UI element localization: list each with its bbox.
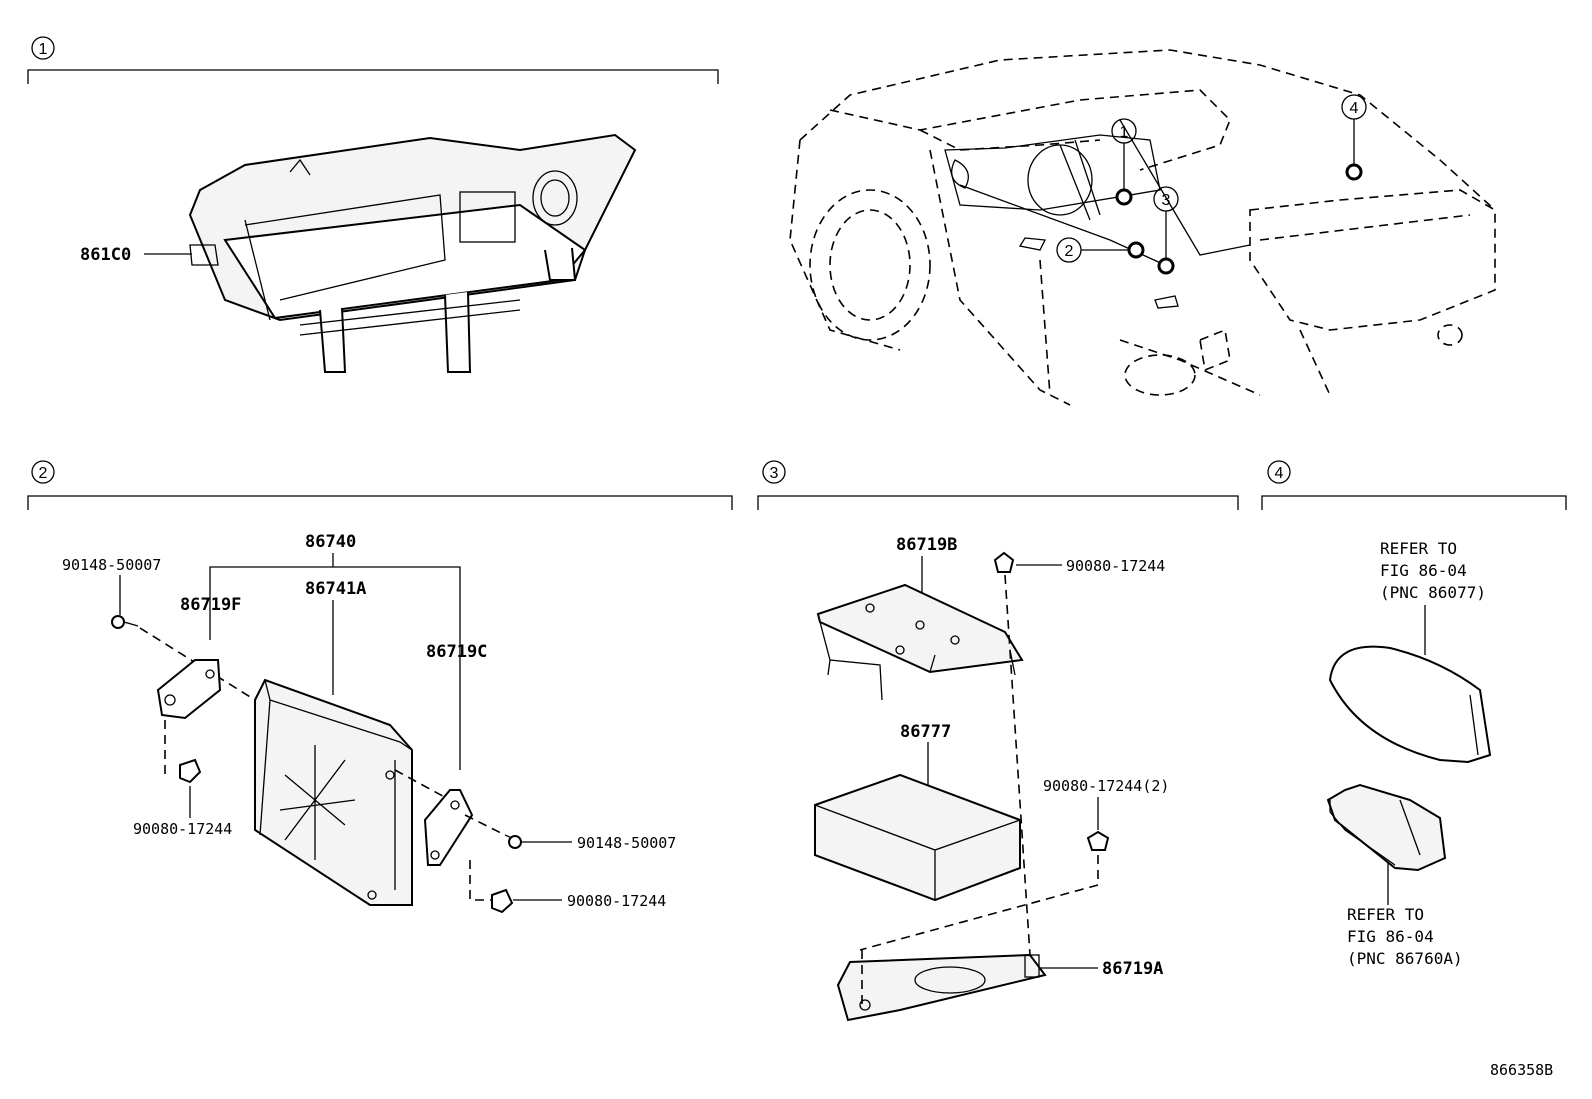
section-1-bracket — [27, 69, 719, 84]
ref-top-line-2: FIG 86-04 — [1380, 561, 1467, 580]
ref-bottom-line-1: REFER TO — [1347, 905, 1424, 924]
label-90080-17244-left: 90080-17244 — [133, 820, 232, 838]
bracket-86719F — [156, 659, 222, 720]
label-90080-17244-right: 90080-17244 — [567, 892, 666, 910]
svg-text:3: 3 — [1162, 192, 1171, 209]
section-4: 4 REFER TO FIG 86-04 (PNC 86077) REFER T… — [1261, 460, 1567, 968]
module-86777 — [814, 773, 1021, 902]
section-3-number: 3 — [770, 465, 779, 482]
section-1-badge — [31, 36, 55, 60]
ref-bottom: REFER TO FIG 86-04 (PNC 86760A) — [1347, 905, 1463, 968]
display-unit-drawing — [188, 133, 637, 373]
section-2-bracket — [27, 495, 733, 510]
bracket-86719A — [836, 953, 1047, 1022]
label-86777: 86777 — [900, 722, 951, 742]
section-3: 3 86719B 90080-17244 86777 90080-17244(2… — [757, 460, 1239, 1022]
module-86741A — [254, 678, 413, 906]
section-2-number: 2 — [39, 465, 48, 482]
vehicle-callout-4: 4 — [1341, 94, 1367, 181]
label-86719C: 86719C — [426, 642, 487, 662]
section-3-bracket — [757, 495, 1239, 510]
nut-right-3 — [1086, 830, 1110, 851]
nut-right — [491, 888, 514, 914]
section-1: 1 861C0 — [27, 36, 719, 373]
ref-top-line-1: REFER TO — [1380, 539, 1457, 558]
svg-text:1: 1 — [1120, 124, 1129, 141]
nut-top-center — [993, 551, 1015, 573]
svg-text:4: 4 — [1350, 100, 1359, 117]
vehicle-callout-1: 1 — [1111, 118, 1137, 206]
section-2-badge — [31, 460, 55, 484]
section-4-badge — [1267, 460, 1291, 484]
label-86719F: 86719F — [180, 595, 241, 615]
ref-top-line-3: (PNC 86077) — [1380, 583, 1486, 602]
label-90148-50007-left: 90148-50007 — [62, 556, 161, 574]
section-3-badge — [762, 460, 786, 484]
bolt-left — [111, 615, 139, 629]
vehicle-callout-3: 3 — [1153, 186, 1179, 275]
label-86719B: 86719B — [896, 535, 957, 555]
label-86741A: 86741A — [305, 579, 366, 599]
ref-bottom-line-2: FIG 86-04 — [1347, 927, 1434, 946]
svg-text:2: 2 — [1065, 243, 1074, 260]
antenna-cover — [1328, 645, 1492, 764]
label-90080-17244-2: 90080-17244(2) — [1043, 777, 1169, 795]
bracket-86719B — [816, 583, 1024, 701]
antenna-base — [1326, 783, 1447, 872]
section-4-bracket — [1261, 495, 1567, 510]
figure-id: 866358B — [1490, 1061, 1553, 1079]
vehicle-overview: 1 2 3 4 — [789, 49, 1496, 406]
bracket-86719C — [423, 789, 474, 866]
nut-left — [179, 758, 202, 784]
label-90080-17244-center: 90080-17244 — [1066, 557, 1165, 575]
vehicle-callout-2: 2 — [1056, 237, 1145, 263]
label-86719A: 86719A — [1102, 959, 1163, 979]
section-4-number: 4 — [1275, 465, 1284, 482]
section-2: 2 86740 86741A 86719F 86719C 90148-50007… — [27, 460, 733, 914]
label-90148-50007-right: 90148-50007 — [577, 834, 676, 852]
section-1-number: 1 — [39, 41, 48, 58]
label-86740: 86740 — [305, 532, 356, 552]
ref-top: REFER TO FIG 86-04 (PNC 86077) — [1380, 539, 1486, 602]
ref-bottom-line-3: (PNC 86760A) — [1347, 949, 1463, 968]
bolt-right — [504, 834, 522, 849]
label-861C0: 861C0 — [80, 245, 131, 265]
